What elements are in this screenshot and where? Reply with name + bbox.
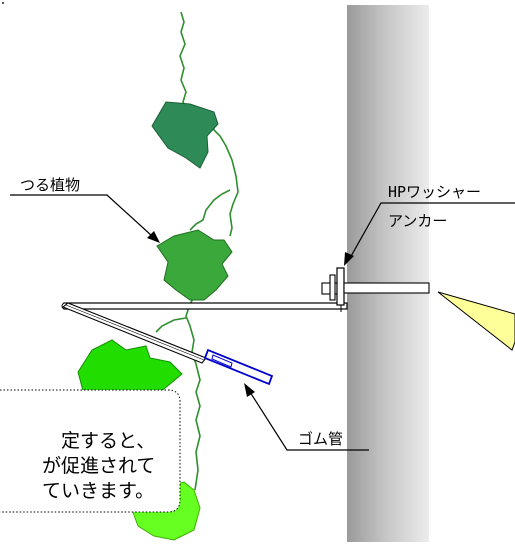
horizontal-support-beam <box>61 301 348 312</box>
label-washer-anchor: HPワッシャー アンカー <box>344 183 515 266</box>
anchor-label-text: アンカー <box>388 212 447 230</box>
leaf-middle <box>156 229 233 301</box>
balloon-pointer <box>437 291 515 351</box>
leaf-top <box>151 101 219 169</box>
rubber-tube-label-text: ゴム管 <box>298 430 343 448</box>
callout-line-1: 定すると、 <box>61 430 155 452</box>
label-rubber-tube: ゴム管 <box>244 383 369 451</box>
label-plant: つる植物 <box>10 176 160 243</box>
washer-label-text: HPワッシャー <box>388 183 481 201</box>
callout-box: 定すると、 が促進されて ていきます。 <box>0 389 181 513</box>
anchor-bolt <box>321 267 430 306</box>
callout-line-2: が促進されて <box>42 455 155 477</box>
rubber-tube <box>203 348 274 386</box>
callout-line-3: ていきます。 <box>42 480 154 502</box>
plant-label-text: つる植物 <box>20 176 80 194</box>
concrete-pillar <box>347 5 429 542</box>
corner-dot <box>2 2 4 4</box>
